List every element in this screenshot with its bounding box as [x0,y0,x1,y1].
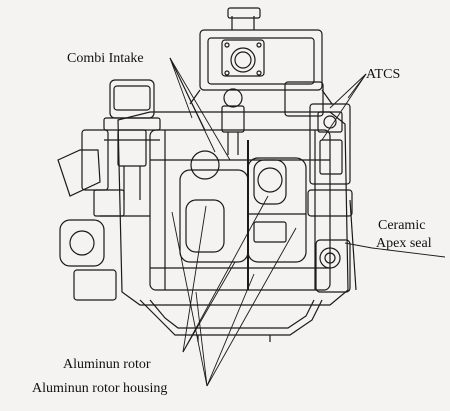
rotor-leaders [182,195,269,353]
throttle-body [221,88,245,155]
rotor-housing-front [179,150,249,263]
atcs-leaders [321,73,367,141]
engine-block [117,111,349,306]
air-cleaner [103,79,161,200]
apex-seal-leaders [344,242,446,258]
oil-pan [139,299,323,342]
right-accessories [307,103,357,293]
label-apex-seal: Apex seal [376,236,432,251]
label-aluminum-rotor: Aluminun rotor [63,357,151,372]
label-aluminum-rotor-housing: Aluminun rotor housing [32,381,167,396]
rotor-housing-rear [247,157,307,263]
label-ceramic: Ceramic [378,218,425,233]
label-combi-intake: Combi Intake [67,51,144,66]
left-accessories [57,129,160,301]
combi-intake-leaders [169,57,231,161]
intake-plenum [189,7,333,117]
housing-leaders [171,211,297,387]
label-atcs: ATCS [366,67,400,82]
